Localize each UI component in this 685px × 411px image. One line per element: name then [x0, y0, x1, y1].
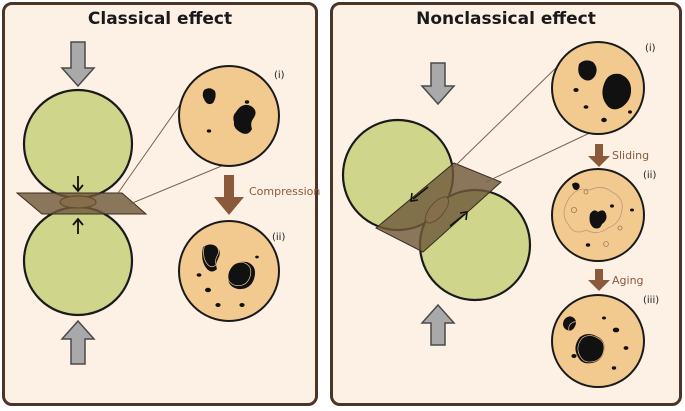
- shear-arrow-icon: [410, 186, 429, 202]
- inset-label-i: (i): [645, 43, 656, 54]
- load-arrow-down-icon: [420, 62, 456, 106]
- inset-contact-i: [551, 41, 645, 135]
- zoom-line: [485, 129, 597, 183]
- inset-label-ii: (ii): [272, 232, 285, 243]
- contact-plane: [375, 162, 502, 253]
- inset-contact-i: [178, 65, 280, 167]
- load-arrow-up-icon: [60, 319, 96, 365]
- shear-arrow-icon: [449, 211, 468, 227]
- load-arrow-up-icon: [420, 303, 456, 346]
- compression-label: Compression: [249, 185, 320, 198]
- inset-contact-ii: [551, 168, 645, 262]
- contact-plane: [15, 192, 148, 215]
- process-arrow-icon: [588, 269, 610, 291]
- panel-title-nonclassical: Nonclassical effect: [416, 9, 596, 29]
- aging-label: Aging: [612, 274, 644, 287]
- process-arrow-icon: [214, 175, 244, 215]
- zoom-line: [453, 63, 561, 168]
- panel-title-classical: Classical effect: [87, 9, 233, 29]
- load-arrow-down-icon: [60, 41, 96, 88]
- process-arrow-icon: [588, 144, 610, 167]
- compression-arrow-up-icon: [72, 217, 84, 234]
- inset-contact-iii: [551, 294, 645, 388]
- inset-contact-ii: [178, 220, 280, 322]
- zoom-line: [129, 159, 237, 205]
- inset-label-i: (i): [274, 70, 285, 81]
- inset-label-ii: (ii): [643, 170, 656, 181]
- sliding-label: Sliding: [612, 149, 649, 162]
- inset-label-iii: (iii): [643, 295, 659, 306]
- compression-arrow-down-icon: [72, 176, 84, 193]
